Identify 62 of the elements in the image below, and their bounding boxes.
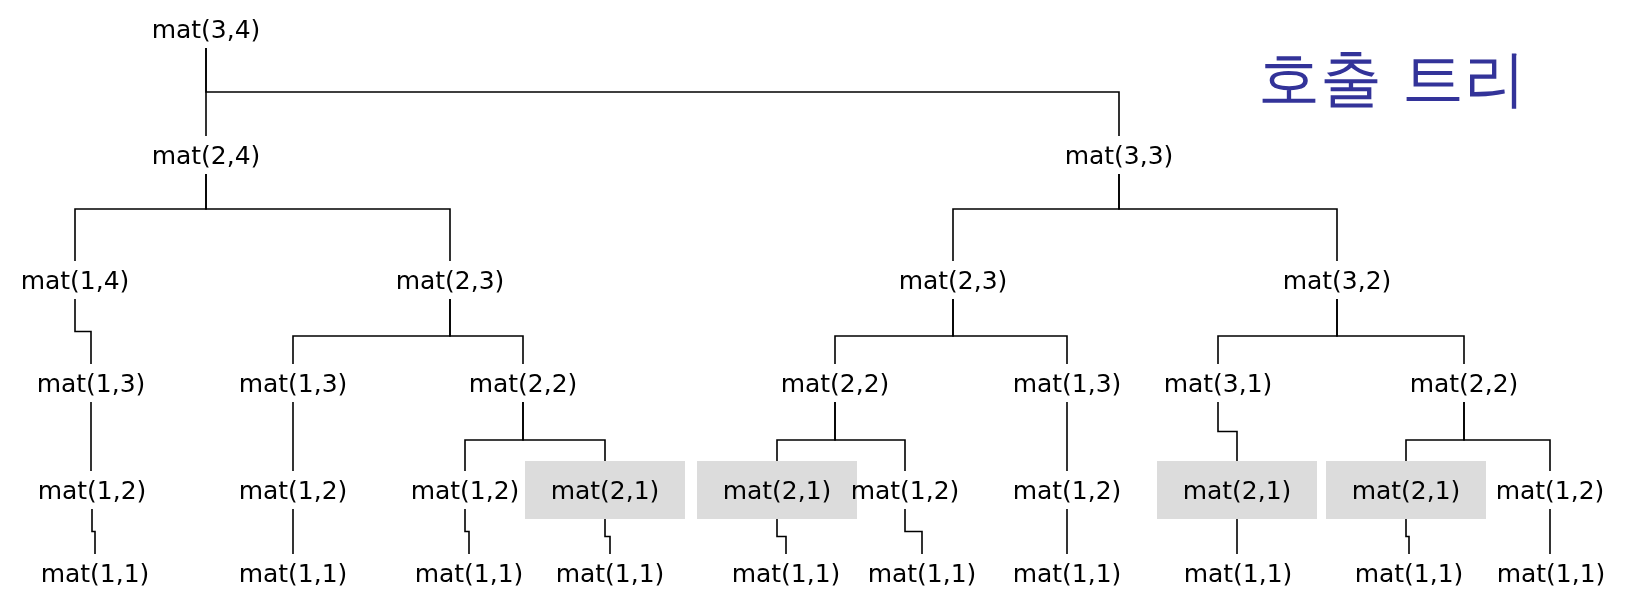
tree-connector [1066, 401, 1068, 472]
tree-connector [91, 508, 96, 555]
tree-connector [464, 508, 470, 555]
tree-connector [1118, 173, 1338, 262]
tree-connector [904, 508, 923, 555]
tree-connector [1336, 298, 1465, 365]
call-label: mat(2,3) [898, 265, 1008, 295]
highlighted-node [1157, 461, 1317, 519]
call-label: mat(1,1) [1354, 558, 1464, 588]
call-label: mat(1,1) [1496, 558, 1606, 588]
tree-connector [952, 298, 1068, 365]
call-label: mat(1,1) [555, 558, 665, 588]
tree-connector [292, 508, 294, 555]
tree-connector [604, 518, 611, 555]
call-label: mat(1,1) [731, 558, 841, 588]
call-label: mat(1,1) [1012, 558, 1122, 588]
call-label: mat(2,1) [550, 475, 660, 505]
call-label: mat(2,4) [151, 140, 261, 170]
call-label: mat(1,2) [1495, 475, 1605, 505]
call-label: mat(1,2) [850, 475, 960, 505]
call-label: mat(1,4) [20, 265, 130, 295]
call-label: mat(2,1) [1182, 475, 1292, 505]
call-label: mat(2,3) [395, 265, 505, 295]
tree-connector [776, 518, 787, 555]
call-label: mat(1,2) [238, 475, 348, 505]
call-label: mat(1,2) [1012, 475, 1122, 505]
call-label: mat(1,1) [238, 558, 348, 588]
tree-connector [1217, 401, 1238, 462]
call-label: mat(2,2) [468, 368, 578, 398]
call-label: mat(3,1) [1163, 368, 1273, 398]
call-label: mat(3,3) [1064, 140, 1174, 170]
call-label: mat(1,1) [867, 558, 977, 588]
tree-connector [1549, 508, 1551, 555]
tree-connector [449, 298, 524, 365]
tree-connector [74, 298, 92, 365]
call-label: mat(2,2) [780, 368, 890, 398]
tree-connector [834, 401, 906, 472]
call-label: mat(1,3) [238, 368, 348, 398]
call-label: mat(1,3) [36, 368, 146, 398]
call-label: mat(1,3) [1012, 368, 1122, 398]
tree-connector [90, 401, 92, 472]
tree-connector [292, 401, 294, 472]
tree-connector [1236, 518, 1238, 555]
call-label: mat(1,2) [37, 475, 147, 505]
call-label: mat(3,2) [1282, 265, 1392, 295]
call-label: mat(1,1) [414, 558, 524, 588]
call-label: mat(1,1) [1183, 558, 1293, 588]
tree-connector [522, 401, 606, 462]
tree-connector [1405, 518, 1410, 555]
tree-connector [1066, 508, 1068, 555]
call-label: mat(1,1) [40, 558, 150, 588]
tree-connector [205, 47, 1120, 137]
call-label: mat(3,4) [151, 14, 261, 44]
call-label: mat(2,1) [722, 475, 832, 505]
diagram-title: 호출 트리 [1258, 48, 1526, 110]
tree-connector [1463, 401, 1551, 472]
highlighted-node [525, 461, 685, 519]
call-label: mat(2,2) [1409, 368, 1519, 398]
tree-connector [205, 173, 451, 262]
call-label: mat(1,2) [410, 475, 520, 505]
highlighted-node [1326, 461, 1486, 519]
call-label: mat(2,1) [1351, 475, 1461, 505]
